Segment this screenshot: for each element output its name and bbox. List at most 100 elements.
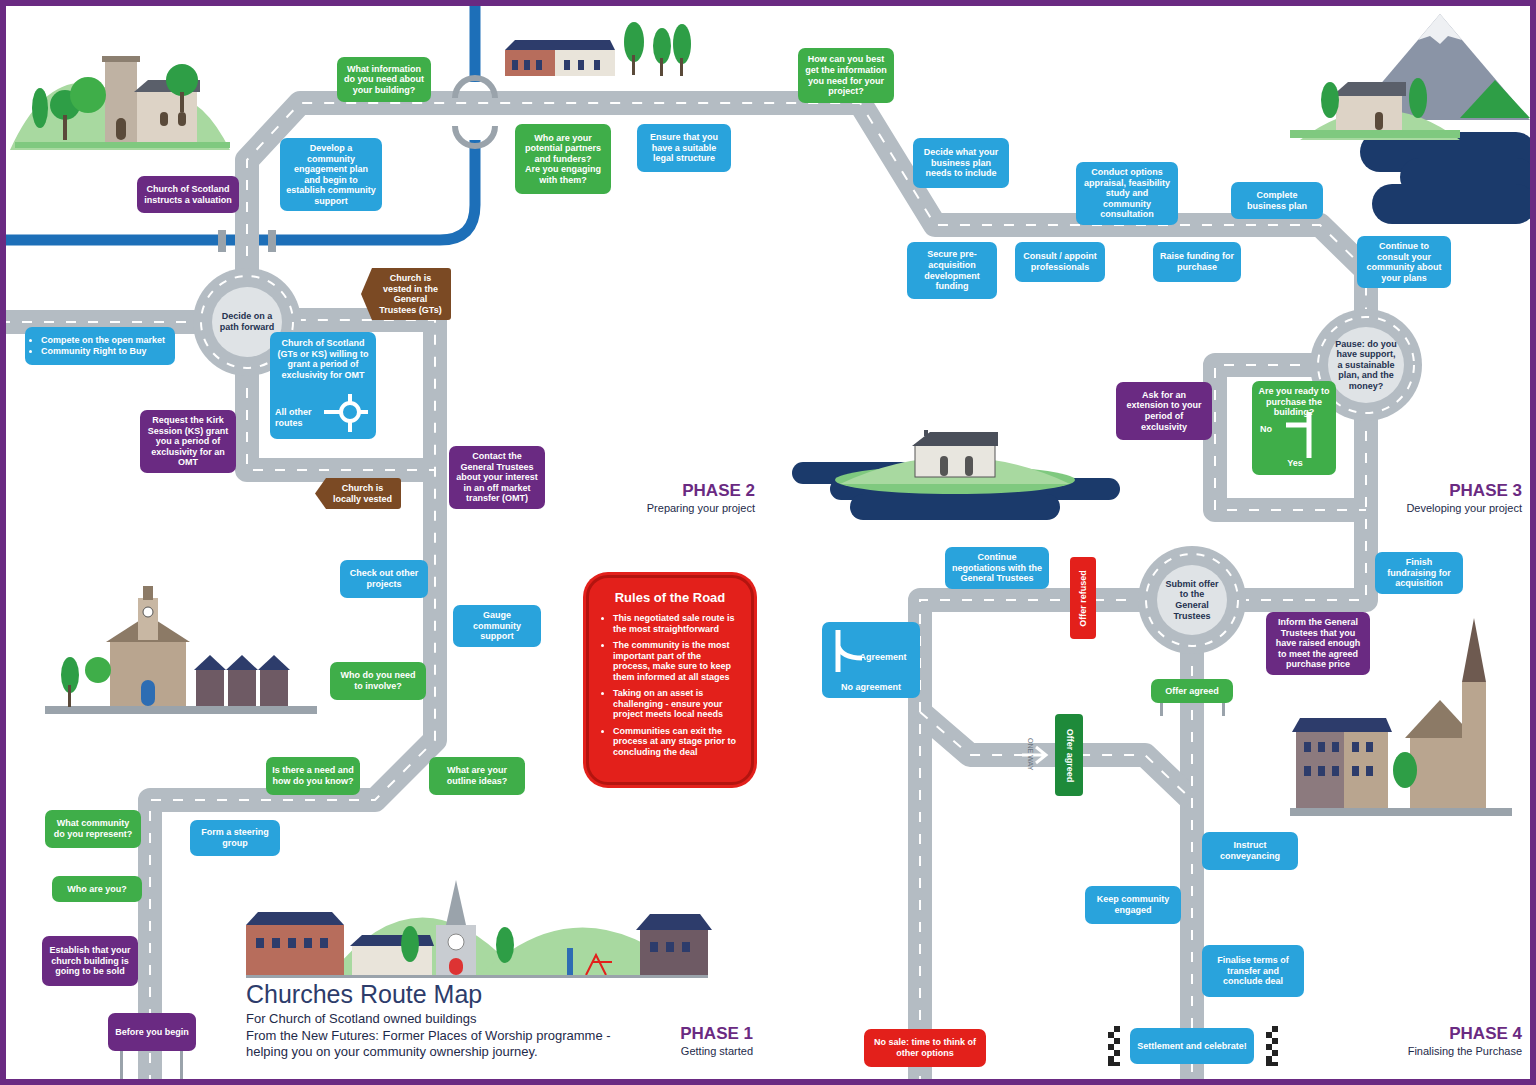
church-hill-illustration: [10, 56, 230, 150]
box-text: Check out other projects: [346, 568, 422, 589]
box-text: Who are your potential partners and fund…: [521, 133, 605, 165]
box-text: Compete on the open market: [41, 335, 165, 346]
question-box: Is there a need and how do you know?: [266, 757, 360, 795]
box-text: Instruct conveyancing: [1208, 840, 1292, 861]
road: [0, 103, 1366, 1085]
rules-panel: Rules of the RoadThis negotiated sale ro…: [586, 575, 754, 785]
box-text: Gauge community support: [459, 610, 535, 642]
box-text: Form a steering group: [196, 827, 274, 848]
phase-label: PHASE 4: [1322, 1024, 1522, 1044]
task-box: Settlement and celebrate!: [1130, 1028, 1254, 1064]
box-text: Before you begin: [115, 1027, 189, 1038]
task-box: Form a steering group: [190, 820, 280, 856]
task-box: Raise funding for purchase: [1153, 242, 1241, 282]
phase-label: PHASE 1: [593, 1024, 753, 1044]
phase-label: Developing your project: [1322, 502, 1522, 515]
finish-flag: [1108, 1026, 1278, 1066]
task-box: Gauge community support: [453, 605, 541, 647]
box-text: This negotiated sale route is the most s…: [613, 613, 739, 634]
task-box: Instruct conveyancing: [1202, 832, 1298, 870]
box-text: Are you engaging with them?: [521, 164, 605, 185]
task-box: Secure pre-acquisition development fundi…: [907, 242, 997, 299]
box-text: Decide what your business plan needs to …: [919, 147, 1003, 179]
question-box: Who are your potential partners and fund…: [515, 124, 611, 194]
map-title: Churches Route Map: [246, 980, 482, 1009]
mountain-church-illustration: [1290, 14, 1530, 140]
offer-sign: Offer refused: [1070, 557, 1096, 639]
phase-label: Finalising the Purchase: [1322, 1045, 1522, 1058]
box-text: Complete business plan: [1237, 190, 1317, 211]
box-text: All other routes: [275, 407, 321, 428]
route-options-box: Compete on the open marketCommunity Righ…: [25, 327, 175, 365]
task-box: Consult / appoint professionals: [1015, 242, 1105, 282]
box-text: Church is locally vested: [330, 483, 395, 504]
question-box: Who are you?: [52, 876, 142, 902]
box-text: Finish fundraising for acquisition: [1381, 557, 1457, 589]
task-box: Complete business plan: [1231, 182, 1323, 219]
church-step-box: Inform the General Trustees that you hav…: [1266, 612, 1370, 675]
question-box: What information do you need about your …: [337, 57, 431, 102]
phase-label: Getting started: [593, 1045, 753, 1058]
box-text: Yes: [1280, 458, 1310, 469]
bridge: [218, 78, 495, 252]
box-text: Request the Kirk Session (KS) grant you …: [146, 415, 230, 468]
task-box: Church of Scotland (GTs or KS) willing t…: [270, 332, 376, 439]
box-text: Offer agreed: [1064, 714, 1075, 796]
box-text: Raise funding for purchase: [1159, 251, 1235, 272]
box-text: Pause: do you have support, a sustainabl…: [1335, 339, 1397, 392]
box-text: What are your outline ideas?: [435, 765, 519, 786]
programme-note: From the New Futures: Former Places of W…: [246, 1028, 646, 1059]
roundabout-node: Submit offer to the General Trustees: [1157, 565, 1227, 635]
roundabout-node: Pause: do you have support, a sustainabl…: [1328, 327, 1404, 403]
task-box: Decide what your business plan needs to …: [913, 138, 1009, 188]
box-text: Agreement: [848, 652, 918, 663]
task-box: Develop a community engagement plan and …: [280, 138, 382, 211]
question-box: How can you best get the information you…: [798, 48, 894, 103]
town-illustration: [246, 880, 712, 978]
box-text: Keep community engaged: [1091, 894, 1175, 915]
box-text: What information do you need about your …: [343, 64, 425, 96]
box-text: No agreement: [826, 682, 916, 693]
task-box: Conduct options appraisal, feasibility s…: [1076, 162, 1178, 225]
box-text: Continue negotiations with the General T…: [951, 552, 1043, 584]
roundabout-icon: [324, 394, 368, 432]
box-text: No sale: time to think of other options: [870, 1037, 980, 1058]
church-step-box: Ask for an extension to your period of e…: [1116, 382, 1212, 440]
clock-church-illustration: [45, 586, 317, 714]
church-step-box: Before you begin: [108, 1013, 196, 1051]
box-text: Who do you need to involve?: [336, 670, 420, 691]
island: [835, 430, 1075, 494]
road-marking: [0, 103, 1366, 1085]
question-box: Are you ready to purchase the building?N…: [1252, 381, 1336, 475]
phase-label: PHASE 3: [1322, 481, 1522, 501]
box-text: Conduct options appraisal, feasibility s…: [1082, 167, 1172, 220]
box-text: Rules of the Road: [601, 590, 739, 605]
box-text: Settlement and celebrate!: [1137, 1041, 1247, 1052]
box-text: Finalise terms of transfer and conclude …: [1208, 955, 1298, 987]
task-box: Check out other projects: [340, 560, 428, 598]
task-box: Finalise terms of transfer and conclude …: [1202, 945, 1304, 997]
box-text: Continue to consult your community about…: [1363, 241, 1445, 283]
box-text: What community do you represent?: [51, 818, 135, 839]
task-box: Continue to consult your community about…: [1357, 236, 1451, 288]
box-text: Submit offer to the General Trustees: [1164, 579, 1220, 621]
box-text: Offer agreed: [1165, 686, 1219, 697]
church-step-box: Request the Kirk Session (KS) grant you …: [140, 410, 236, 473]
vesting-sign: Church is vested in the General Trustees…: [361, 268, 451, 320]
task-box: Continue negotiations with the General T…: [945, 547, 1049, 589]
outcome-box: No sale: time to think of other options: [864, 1029, 986, 1067]
box-text: Consult / appoint professionals: [1021, 251, 1099, 272]
phase-label: PHASE 2: [595, 481, 755, 501]
road-sign-text: ONE WAY: [1026, 734, 1034, 774]
box-text: Secure pre-acquisition development fundi…: [913, 249, 991, 291]
roundabout: [193, 268, 1422, 654]
houses-trees-illustration: [505, 22, 691, 76]
box-text: Decide on a path forward: [219, 311, 275, 332]
box-text: Develop a community engagement plan and …: [286, 143, 376, 206]
river: [0, 0, 475, 240]
box-text: Taking on an asset is challenging - ensu…: [613, 688, 739, 720]
church-step-box: Church of Scotland instructs a valuation: [137, 176, 239, 213]
fork-icon: [838, 630, 862, 672]
